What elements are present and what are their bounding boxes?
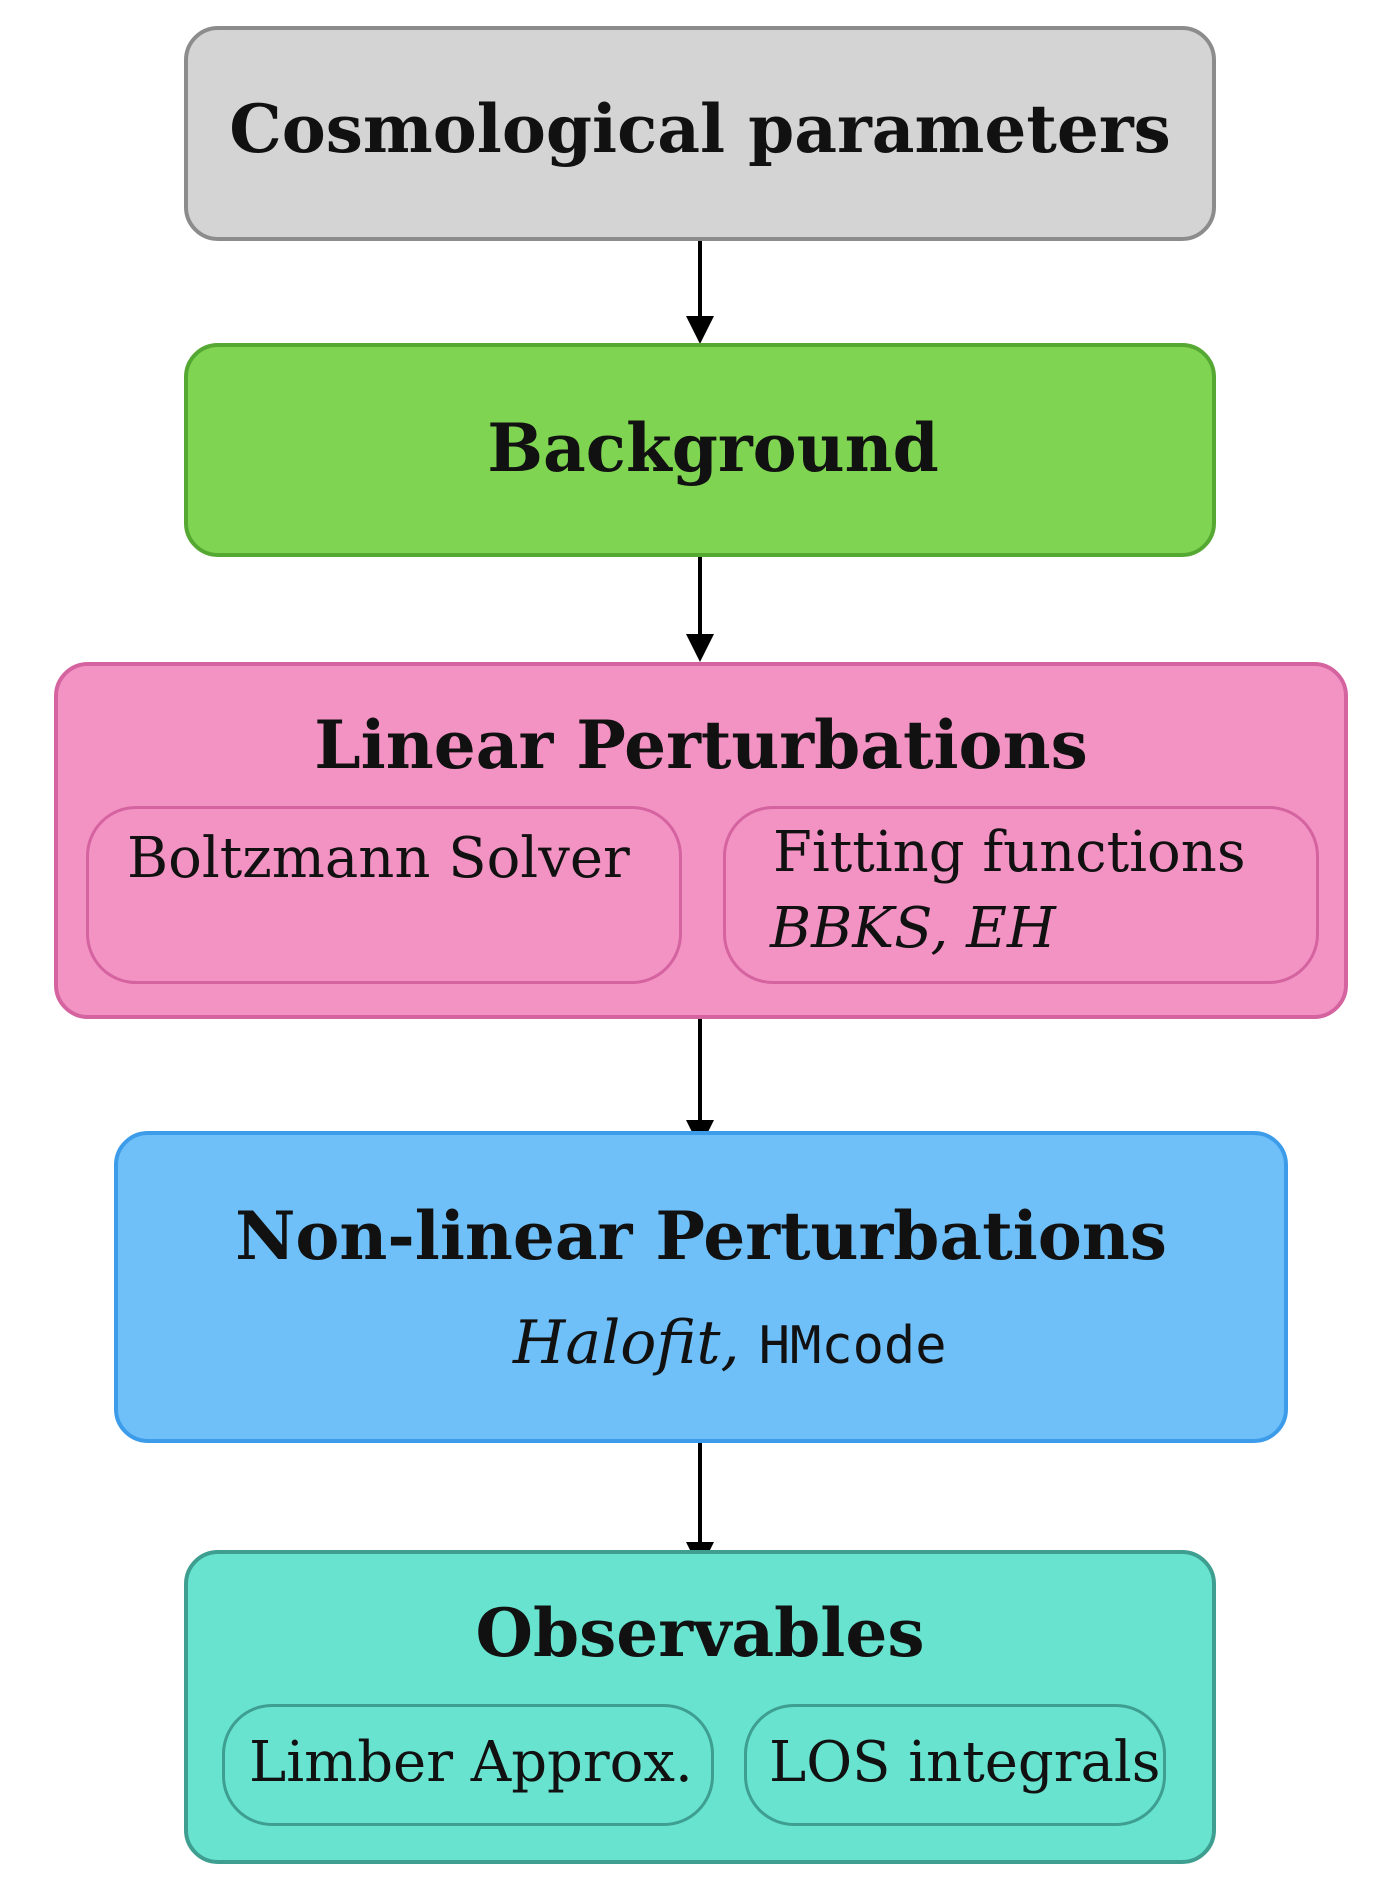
cosmological-parameters-box: Cosmological parameters bbox=[184, 26, 1216, 241]
halofit-label: Halofit, bbox=[513, 1308, 740, 1378]
background-title: Background bbox=[487, 409, 939, 487]
arrow-to-observables bbox=[698, 1443, 702, 1547]
los-integrals-box: LOS integrals bbox=[744, 1704, 1166, 1826]
arrow-to-background bbox=[698, 241, 702, 321]
arrow-to-non-linear bbox=[698, 1019, 702, 1125]
linear-perturbations-box: Linear Perturbations Boltzmann Solver Fi… bbox=[54, 662, 1348, 1019]
boltzmann-solver-box: Boltzmann Solver bbox=[86, 806, 682, 984]
observables-title: Observables bbox=[475, 1594, 925, 1672]
limber-approx-box: Limber Approx. bbox=[222, 1704, 714, 1826]
observables-box: Observables Limber Approx. LOS integrals bbox=[184, 1550, 1216, 1864]
background-box: Background bbox=[184, 343, 1216, 557]
arrow-to-linear bbox=[698, 557, 702, 639]
arrow-to-background-head bbox=[686, 316, 714, 344]
fitting-functions-box: Fitting functions BBKS, EH bbox=[723, 806, 1319, 984]
fitting-functions-examples: BBKS, EH bbox=[770, 896, 1056, 961]
non-linear-perturbations-title: Non-linear Perturbations bbox=[235, 1197, 1167, 1275]
arrow-to-linear-head bbox=[686, 634, 714, 662]
boltzmann-solver-label: Boltzmann Solver bbox=[127, 826, 630, 891]
fitting-functions-label: Fitting functions bbox=[773, 820, 1246, 885]
hmcode-label: HMcode bbox=[758, 1316, 947, 1376]
los-integrals-label: LOS integrals bbox=[769, 1730, 1161, 1795]
cosmological-parameters-title: Cosmological parameters bbox=[229, 90, 1171, 168]
limber-approx-label: Limber Approx. bbox=[249, 1730, 693, 1795]
linear-perturbations-title: Linear Perturbations bbox=[314, 706, 1088, 784]
non-linear-perturbations-box: Non-linear Perturbations Halofit, HMcode bbox=[114, 1131, 1288, 1443]
non-linear-methods: Halofit, HMcode bbox=[513, 1313, 947, 1373]
